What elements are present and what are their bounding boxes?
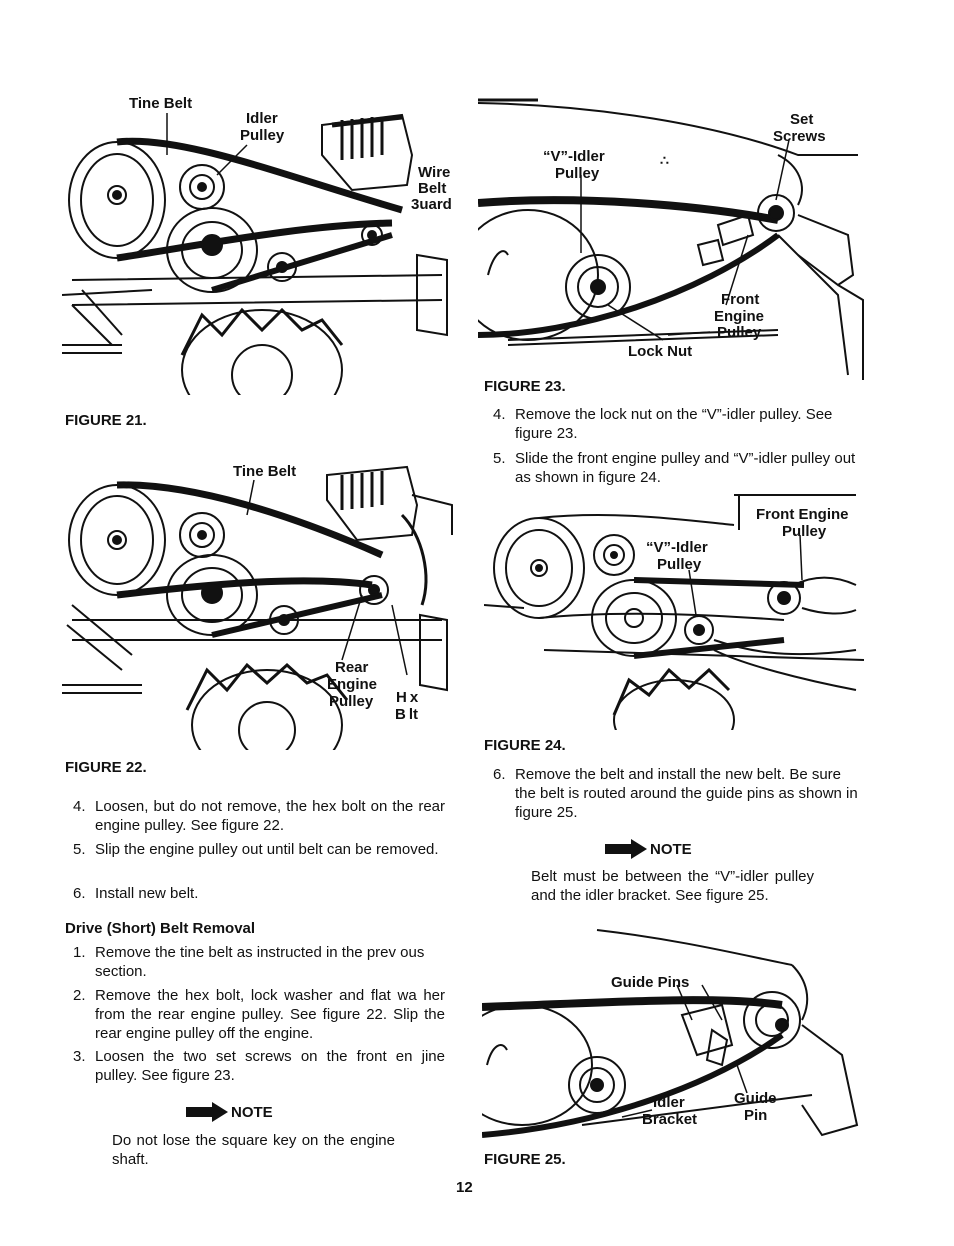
- fig22-rear-label: Rear: [335, 659, 369, 676]
- fig23-lock-nut-label: Lock Nut: [628, 343, 693, 360]
- fig23-set-label: Set: [790, 111, 814, 128]
- fig25-pin-label: Pin: [744, 1107, 768, 1124]
- fig25-idler-label: Idler: [653, 1094, 685, 1111]
- figure-23-illustration: ∴ “V”-Idler Pulley Set Screws Front Engi…: [478, 95, 868, 385]
- fig23-screws-label: Screws: [773, 128, 826, 145]
- fig22-pulley-label: Pulley: [329, 693, 374, 710]
- svg-text:∴: ∴: [660, 152, 669, 168]
- fig24-front-engine-label: Front Engine: [756, 506, 849, 523]
- note-label: NOTE: [650, 840, 692, 858]
- fig21-idler-label: Idler: [246, 110, 278, 127]
- fig21-tine-belt-label: Tine Belt: [129, 95, 193, 112]
- fig24-v-idler-label: “V”-Idler: [646, 539, 708, 556]
- fig24-pulley2-label: Pulley: [657, 556, 702, 573]
- arrow-icon: [186, 1102, 228, 1122]
- fig23-front-label: Front: [721, 291, 760, 308]
- note-label: NOTE: [231, 1103, 273, 1121]
- note-text-right: Belt must be between the “V”-idler pulle…: [531, 868, 814, 904]
- fig25-guide-label: Guide: [734, 1090, 777, 1107]
- figure-22-illustration: Tine Belt Rear Engine Pulley H x B lt: [62, 455, 462, 750]
- fig23-pulley-label: Pulley: [555, 165, 600, 182]
- figure-25-illustration: Guide Pins Idler Bracket Guide Pin: [482, 925, 867, 1150]
- fig23-pulley2-label: Pulley: [717, 324, 762, 341]
- figure-21-illustration: Tine Belt Idler Pulley Wire Belt 3uard: [62, 95, 462, 395]
- fig24-pulley-label: Pulley: [782, 523, 827, 540]
- fig22-bolt-label: B lt: [395, 706, 418, 723]
- fig23-v-idler-label: “V”-Idler: [543, 148, 605, 165]
- drive-belt-removal-heading: Drive (Short) Belt Removal: [65, 920, 256, 937]
- fig22-tine-belt-label: Tine Belt: [233, 463, 297, 480]
- fig23-engine-label: Engine: [714, 308, 765, 325]
- figure-25-caption: FIGURE 25.: [484, 1151, 566, 1168]
- note-text-left: Do not lose the square key on the engine…: [112, 1132, 395, 1168]
- fig21-pulley-label: Pulley: [240, 127, 285, 144]
- fig21-guard-label: 3uard: [411, 196, 452, 213]
- fig25-bracket-label: Bracket: [642, 1111, 698, 1128]
- fig21-belt-label: Belt: [418, 180, 447, 197]
- fig21-wire-label: Wire: [418, 164, 451, 181]
- fig22-hex-label: H x: [396, 689, 419, 706]
- figure-24-illustration: Front Engine Pulley “V”-Idler Pulley: [484, 490, 864, 730]
- note-heading-left: NOTE: [186, 1102, 273, 1122]
- fig22-engine-label: Engine: [327, 676, 378, 693]
- note-heading-right: NOTE: [605, 839, 692, 859]
- arrow-icon: [605, 839, 647, 859]
- figure-21-caption: FIGURE 21.: [65, 412, 147, 429]
- figure-24-caption: FIGURE 24.: [484, 737, 566, 754]
- figure-23-caption: FIGURE 23.: [484, 378, 566, 395]
- figure-22-caption: FIGURE 22.: [65, 759, 147, 776]
- fig25-guide-pins-label: Guide Pins: [611, 974, 690, 991]
- page-number: 12: [456, 1179, 473, 1196]
